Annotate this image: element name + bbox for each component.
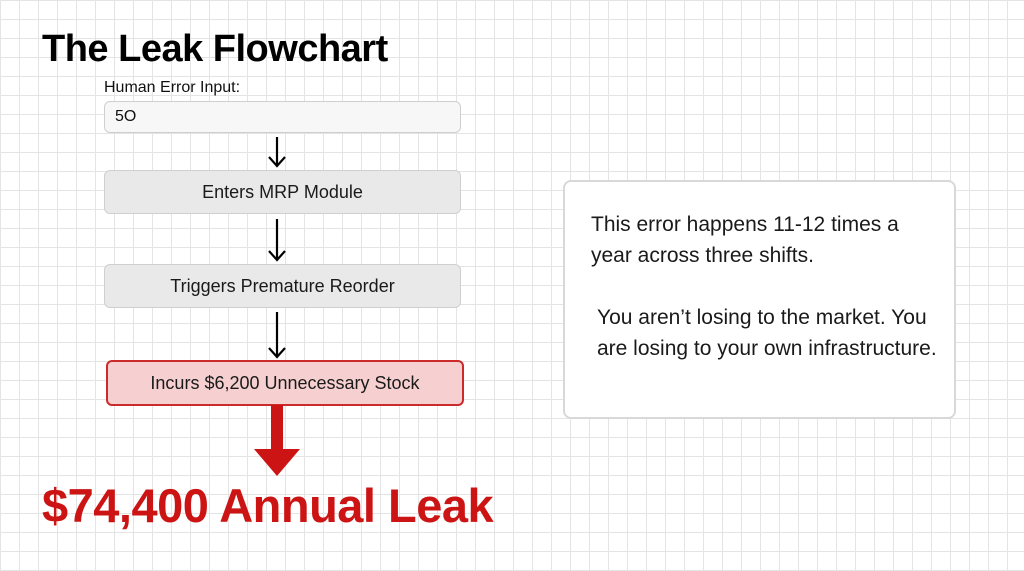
step-unnecessary-stock: Incurs $6,200 Unnecessary Stock <box>106 360 464 406</box>
step-enters-mrp: Enters MRP Module <box>104 170 461 214</box>
step-label: Triggers Premature Reorder <box>170 275 395 296</box>
arrow-down-icon <box>268 137 286 168</box>
page-title: The Leak Flowchart <box>42 28 388 70</box>
annual-leak-total: $74,400 Annual Leak <box>42 479 494 532</box>
input-label: Human Error Input: <box>104 79 241 96</box>
note-infrastructure-text: You aren’t losing to the market. You are… <box>597 306 937 360</box>
arrow-down-icon <box>268 219 286 262</box>
step-premature-reorder: Triggers Premature Reorder <box>104 264 461 308</box>
arrow-down-icon <box>268 312 286 359</box>
note-frequency-text: This error happens 11-12 times a year ac… <box>591 213 899 267</box>
step-label: Incurs $6,200 Unnecessary Stock <box>150 372 420 393</box>
big-red-arrow-icon <box>254 405 300 476</box>
note-card: This error happens 11-12 times a year ac… <box>563 180 956 419</box>
human-error-input[interactable] <box>104 101 461 133</box>
step-label: Enters MRP Module <box>202 181 363 202</box>
